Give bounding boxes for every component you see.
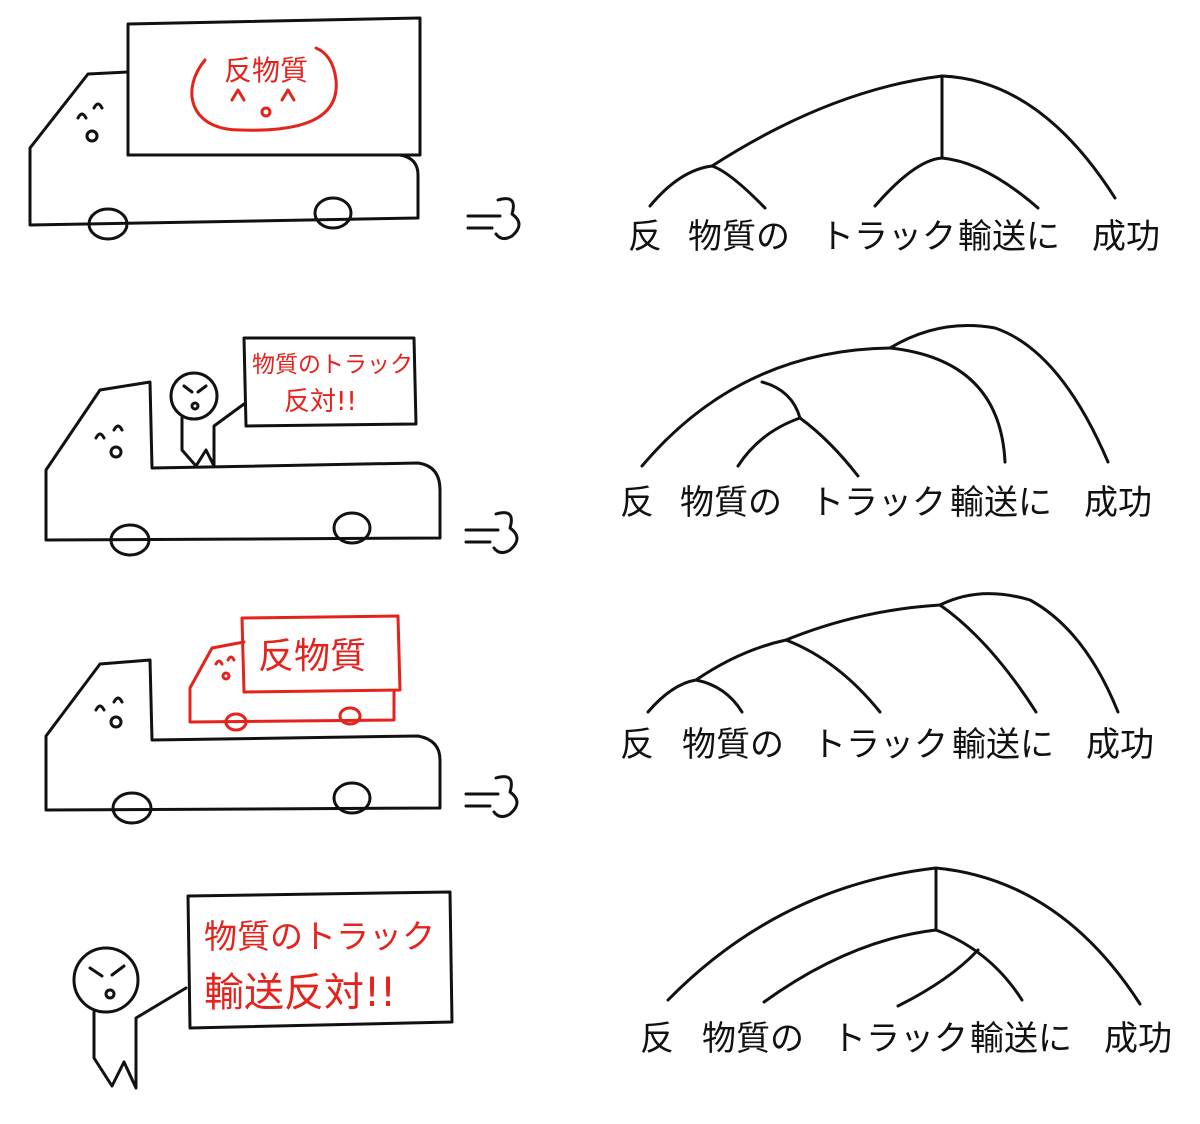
tree-branch <box>646 678 744 714</box>
truck-wheel <box>87 207 129 241</box>
tree-branch <box>873 156 1040 210</box>
red-wheel <box>224 712 248 732</box>
truck-cab <box>28 70 420 227</box>
tree-word: 輸送に <box>952 725 1054 765</box>
tree-word: 成功 <box>1092 217 1160 257</box>
panel-1: 反物質 反 物質の トラック 輸送に 成功 <box>28 16 1160 257</box>
truck-3 <box>44 658 519 825</box>
tree-word: 反 <box>620 483 654 523</box>
truck-wheel <box>109 523 151 557</box>
truck-wheel <box>332 511 372 545</box>
parse-tree-1: 反 物質の トラック 輸送に 成功 <box>628 74 1160 257</box>
parse-tree-3: 反 物質の トラック 輸送に 成功 <box>620 592 1154 765</box>
panel-4: 物質のトラック 輸送反対!! 反 物質の トラック 輸送に 成功 <box>72 866 1172 1090</box>
face-eyes <box>94 424 124 440</box>
panel-2: 物質のトラック 反対!! 反 物質の トラック 輸送に 成功 <box>44 324 1152 557</box>
face-eyes <box>76 102 104 120</box>
protest-sign-4: 物質のトラック 輸送反対!! <box>186 890 454 1030</box>
tree-word: 反 <box>640 1019 674 1059</box>
face-mouth <box>109 445 123 459</box>
tree-branch <box>648 164 767 210</box>
angry-eyes <box>182 384 208 394</box>
tree-word: 輸送に <box>970 1019 1072 1059</box>
red-cargo-box <box>240 614 402 694</box>
face-mouth <box>109 715 123 729</box>
red-face-mouth <box>221 671 231 681</box>
tree-branch <box>896 948 980 1008</box>
blob-outline <box>190 46 338 132</box>
protester-mouth <box>190 401 200 411</box>
face-eyes <box>94 696 124 712</box>
tree-branch <box>666 866 1142 1006</box>
sign-text-line1: 物質のトラック <box>204 917 435 956</box>
tree-branch <box>694 638 882 714</box>
tree-branch <box>938 592 1120 714</box>
truck-wheel <box>332 781 372 815</box>
red-cab <box>188 640 396 724</box>
truck-wheel <box>313 196 353 230</box>
exhaust-puff <box>464 511 519 555</box>
tree-word: 輸送に <box>950 483 1052 523</box>
sign-board <box>242 336 418 428</box>
tree-word: 成功 <box>1084 483 1152 523</box>
face-mouth <box>85 129 99 143</box>
truck-cargo-box <box>126 16 422 157</box>
tree-branch <box>710 74 1117 200</box>
red-face-eyes <box>214 655 236 666</box>
tree-branch <box>640 346 1007 468</box>
parse-tree-4: 反 物質の トラック 輸送に 成功 <box>640 866 1172 1059</box>
tree-word: 物質の <box>682 725 784 765</box>
small-red-truck: 反物質 <box>188 614 402 732</box>
tree-branch <box>888 324 1110 464</box>
angry-eyes <box>88 964 126 978</box>
tree-word: 反 <box>628 217 662 257</box>
truck-wheel <box>111 791 153 825</box>
tree-word: 反 <box>620 725 654 765</box>
protester-head <box>169 371 219 421</box>
sign-text-line2: 輸送反対!! <box>204 970 396 1016</box>
protester-body <box>180 402 246 468</box>
blob-mouth <box>260 106 272 118</box>
panel-3: 反物質 反 物質の トラック 輸送に 成功 <box>44 592 1154 825</box>
blob-eyes <box>230 88 296 102</box>
small-truck-sign-text: 反物質 <box>258 636 366 677</box>
protester-4 <box>72 946 188 1090</box>
truck-sign-text: 反物質 <box>224 54 308 87</box>
tree-word: 輸送に <box>958 217 1060 257</box>
antimatter-blob: 反物質 <box>190 46 338 132</box>
sign-board <box>186 890 454 1030</box>
protester-2 <box>169 371 246 468</box>
tree-word: トラック <box>810 483 946 523</box>
tree-word: 成功 <box>1086 725 1154 765</box>
tree-word: トラック <box>812 725 948 765</box>
sign-text-line1: 物質のトラック <box>252 352 413 378</box>
protester-body <box>92 986 188 1090</box>
tree-word: 成功 <box>1104 1019 1172 1059</box>
protest-sign-2: 物質のトラック 反対!! <box>242 336 418 428</box>
sign-text-line2: 反対!! <box>284 387 357 417</box>
exhaust-puff <box>466 197 521 241</box>
red-wheel <box>338 706 362 726</box>
tree-word: トラック <box>820 217 956 257</box>
protester-head <box>72 946 140 1014</box>
tree-word: 物質の <box>688 217 790 257</box>
truck-1 <box>28 16 521 241</box>
tree-word: 物質の <box>702 1019 804 1059</box>
parse-tree-2: 反 物質の トラック 輸送に 成功 <box>620 324 1152 523</box>
exhaust-puff <box>464 775 519 819</box>
truck-2 <box>44 380 519 557</box>
tree-branch <box>762 928 1024 1004</box>
tree-word: トラック <box>832 1019 968 1059</box>
tree-word: 物質の <box>680 483 782 523</box>
protester-mouth <box>104 988 116 1000</box>
tree-branch <box>736 416 802 468</box>
